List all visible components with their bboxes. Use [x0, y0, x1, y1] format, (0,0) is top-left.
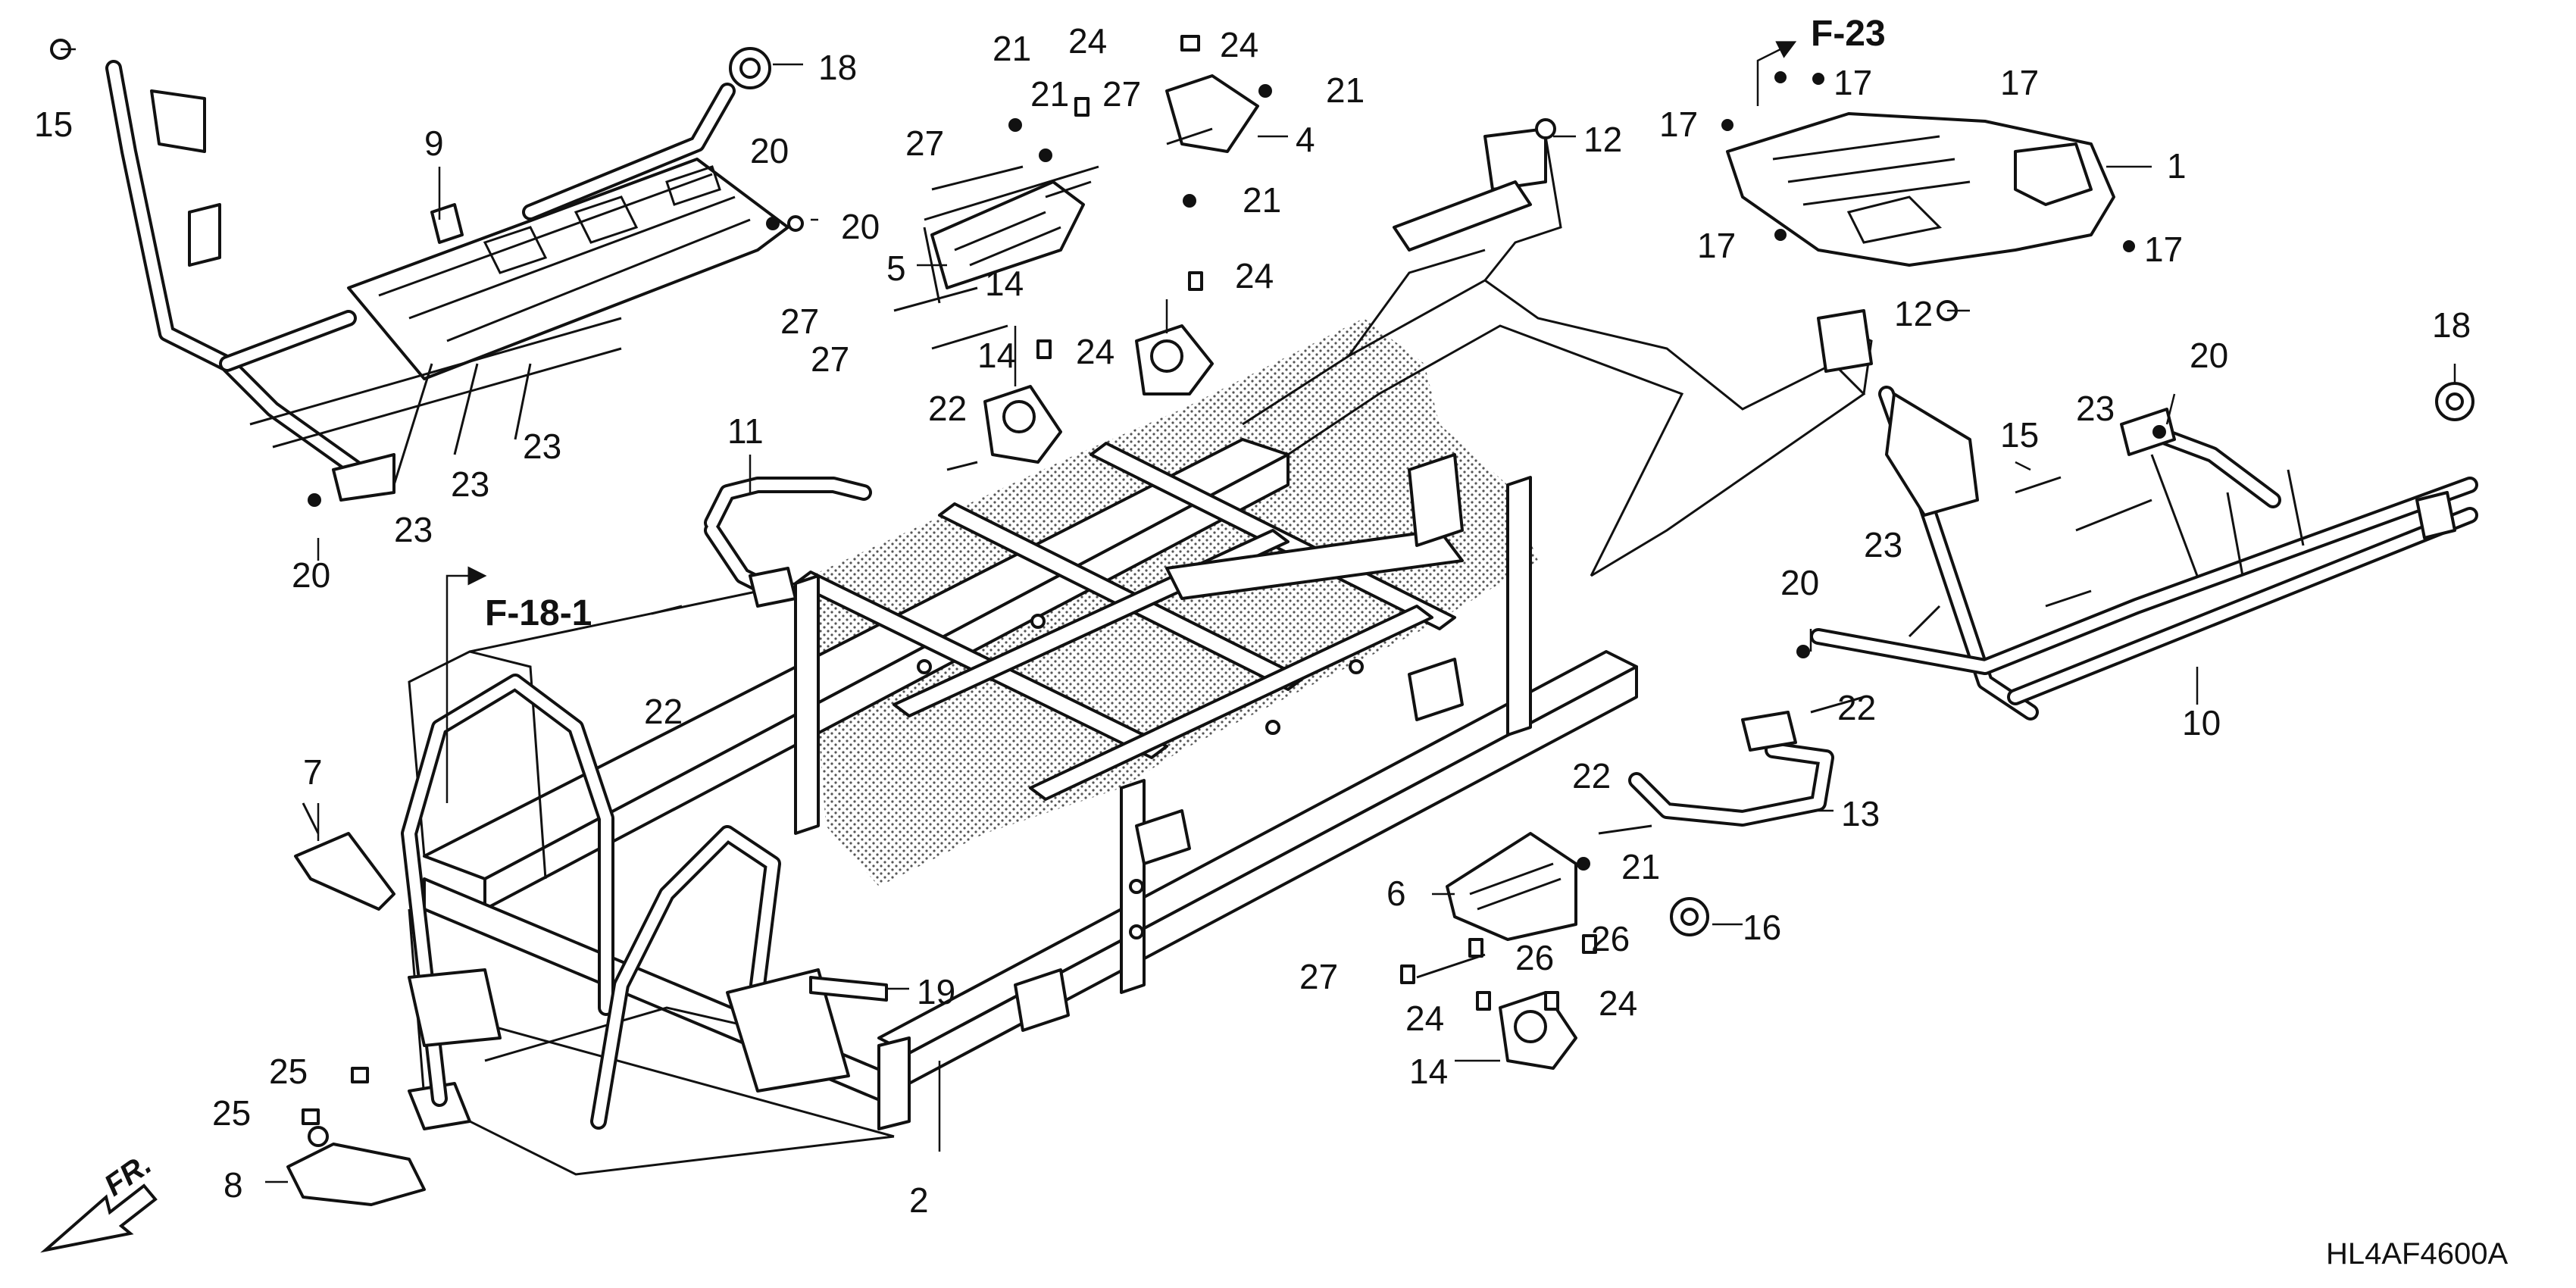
callout-24a: 24: [1068, 21, 1107, 61]
callout-20c: 20: [292, 555, 330, 595]
callout-27a: 27: [905, 123, 944, 163]
callout-17d: 17: [1697, 226, 1736, 265]
callout-17e: 17: [2144, 230, 2183, 269]
part-11-handle: [704, 477, 872, 608]
callout-13: 13: [1841, 794, 1880, 833]
part-8-bracket: [286, 1126, 426, 1206]
callout-23a: 23: [523, 427, 561, 466]
part-1-rear-cover: [1726, 112, 2115, 267]
reference-arrows: [445, 41, 1797, 803]
callout-14c: 14: [1409, 1052, 1448, 1091]
callout-17b: 17: [1834, 63, 1872, 102]
callout-25b: 25: [212, 1093, 251, 1133]
callout-5: 5: [886, 249, 906, 288]
callout-24b: 24: [1220, 25, 1258, 64]
callout-8: 8: [224, 1165, 243, 1205]
part-14-mounts: [983, 324, 1577, 1070]
part-10-rear-bumper: [1810, 386, 2478, 721]
callout-24d: 24: [1076, 332, 1114, 371]
callout-24c: 24: [1235, 256, 1274, 295]
callout-19: 19: [917, 972, 955, 1011]
callout-20a: 20: [750, 131, 789, 170]
part-9-skid-plate: [347, 83, 789, 380]
fasteners: [50, 35, 2474, 1125]
callout-10: 10: [2182, 703, 2221, 742]
callout-14b: 14: [977, 336, 1016, 375]
reference-f18-1: F-18-1: [485, 593, 592, 633]
callout-24e: 24: [1405, 999, 1444, 1038]
callout-21e: 21: [1621, 847, 1660, 886]
part-19-strip: [809, 976, 888, 1002]
callout-12a: 12: [1583, 120, 1622, 159]
callout-22b: 22: [644, 692, 683, 731]
callout-27e: 27: [1299, 957, 1338, 996]
callout-23d: 23: [2076, 389, 2115, 428]
callout-12b: 12: [1894, 294, 1933, 333]
callout-1: 1: [2167, 146, 2187, 186]
callout-22d: 22: [1572, 756, 1611, 796]
callout-24f: 24: [1599, 983, 1637, 1023]
callout-22c: 22: [1837, 688, 1876, 727]
callout-7: 7: [303, 752, 323, 792]
callout-15b: 15: [2000, 415, 2039, 455]
callout-20e: 20: [1780, 563, 1819, 602]
front-direction-arrow-icon: [40, 1183, 158, 1253]
callout-14a: 14: [985, 264, 1024, 303]
callout-25a: 25: [269, 1052, 308, 1091]
callout-18b: 18: [2432, 305, 2471, 345]
part-7-bracket: [294, 802, 395, 911]
diagram-code: HL4AF4600A: [2326, 1237, 2508, 1271]
reference-f23: F-23: [1811, 14, 1886, 54]
callout-26a: 26: [1515, 938, 1554, 977]
callout-11: 11: [727, 411, 764, 451]
callout-9: 9: [424, 123, 444, 163]
callout-21b: 21: [1030, 74, 1069, 114]
part-16-clip: [1670, 897, 1709, 936]
callout-2: 2: [909, 1180, 929, 1220]
callout-22a: 22: [928, 389, 967, 428]
part-4-5-brackets: [923, 74, 1259, 304]
callout-23e: 23: [1864, 525, 1902, 564]
callout-16: 16: [1743, 908, 1781, 947]
part-15-front-tube: [105, 60, 622, 502]
leader-lines: [61, 48, 2456, 1183]
callout-18a: 18: [818, 48, 857, 87]
callout-20b: 20: [841, 207, 880, 246]
callout-20d: 20: [2190, 336, 2228, 375]
callout-labels: 1 2 4 5 6 7 8 9 10 11 12 12 13 14 14 14 …: [34, 21, 2471, 1220]
callout-27d: 27: [811, 339, 849, 379]
callout-21c: 21: [1326, 70, 1365, 110]
callout-23c: 23: [394, 510, 433, 549]
part-13-handle: [1628, 711, 1834, 827]
callout-21a: 21: [993, 29, 1031, 68]
callout-26b: 26: [1591, 919, 1630, 958]
main-frame: [401, 127, 1873, 1176]
callout-21d: 21: [1243, 180, 1281, 220]
callout-17c: 17: [2000, 63, 2039, 102]
callout-17a: 17: [1659, 105, 1698, 144]
part-6-mount: [1446, 832, 1577, 941]
callout-6: 6: [1386, 874, 1406, 913]
callout-15a: 15: [34, 105, 73, 144]
callout-27c: 27: [780, 302, 819, 341]
callout-4: 4: [1296, 120, 1315, 159]
callout-27b: 27: [1102, 74, 1141, 114]
callout-23b: 23: [451, 464, 489, 504]
